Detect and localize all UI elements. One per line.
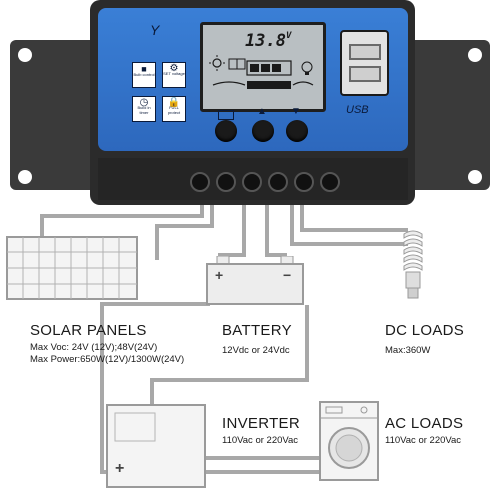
- wire-solar-a-v: [155, 224, 159, 260]
- ac-loads-spec: 110Vac or 220Vac: [385, 435, 462, 446]
- solar-voc-line: Max Voc: 24V (12V);48V(24V): [30, 342, 158, 353]
- wire-solar-a-h: [155, 224, 214, 228]
- mount-hole-right-bottom: [468, 170, 482, 184]
- battery-icon: + −: [206, 256, 304, 305]
- inverter-title: INVERTER: [222, 415, 300, 432]
- usb-port-2[interactable]: [349, 66, 381, 82]
- voltage-unit: V: [285, 31, 292, 41]
- wire-solar-a: [210, 205, 214, 227]
- solar-power-line: Max Power:650W(12V)/1300W(24V): [30, 354, 185, 365]
- wire-inverter-a-top: [100, 302, 210, 306]
- wire-battery-b-h: [265, 253, 287, 257]
- lcd-bulb-icon: [301, 61, 313, 75]
- wire-inverter-a: [100, 305, 104, 473]
- signal-mark: Y: [150, 22, 160, 38]
- svg-text:+: +: [215, 267, 223, 283]
- wire-inverter-b: [305, 305, 309, 380]
- washing-machine-icon: [319, 401, 379, 481]
- wire-inverter-b-v: [150, 378, 154, 406]
- protect-icon: 🔒 FULL protect: [162, 96, 186, 122]
- wire-load-b: [300, 205, 304, 231]
- solar-panels-section: SOLAR PANELS Max Voc: 24V (12V);48V(24V)…: [30, 322, 230, 366]
- wire-solar-b: [200, 205, 204, 217]
- inverter-spec: 110Vac or 220Vac: [222, 435, 299, 446]
- down-button[interactable]: [286, 120, 308, 142]
- menu-mark: [218, 110, 234, 120]
- terminal-2: [216, 172, 236, 192]
- timer-icon: ◷ Build in timer: [132, 96, 156, 122]
- inverter-section: INVERTER 110Vac or 220Vac: [222, 415, 332, 447]
- menu-button[interactable]: [215, 120, 237, 142]
- lcd-screen: 13.8V: [200, 22, 326, 112]
- wire-load-b-h: [300, 228, 408, 232]
- set-voltage-icon: ⚙ SET voltage: [162, 62, 186, 88]
- svg-text:−: −: [283, 267, 291, 283]
- terminal-3: [242, 172, 262, 192]
- lcd-flow-arrows: [212, 81, 314, 89]
- terminal-5: [294, 172, 314, 192]
- terminal-strip: [98, 158, 408, 200]
- usb-ports: [340, 30, 389, 96]
- wire-solar-b-v: [40, 214, 44, 240]
- mount-hole-left-bottom: [18, 170, 32, 184]
- wire-ac-b: [205, 456, 320, 460]
- terminal-1: [190, 172, 210, 192]
- wire-load-a-h: [290, 242, 408, 246]
- wire-solar-b-h: [40, 214, 204, 218]
- up-button[interactable]: [252, 120, 274, 142]
- dc-loads-title: DC LOADS: [385, 322, 465, 339]
- sun-icon: [209, 55, 225, 71]
- terminal-4: [268, 172, 288, 192]
- lcd-panel-icon: [228, 58, 246, 70]
- bulb-icon: [403, 230, 423, 299]
- wire-inverter-b-h: [150, 378, 309, 382]
- protect-label: FULL protect: [167, 105, 181, 115]
- dc-loads-spec: Max:360W: [385, 345, 431, 356]
- bulb-control-label: Bulb control: [133, 72, 155, 77]
- battery-spec: 12Vdc or 24Vdc: [222, 345, 290, 356]
- set-voltage-label: SET voltage: [163, 71, 185, 76]
- ac-loads-title: AC LOADS: [385, 415, 464, 432]
- dc-loads-section: DC LOADS Max:360W: [385, 322, 495, 357]
- lcd-status-icons: [209, 55, 314, 89]
- usb-label: USB: [346, 104, 369, 116]
- solar-panel-icon: [6, 236, 138, 300]
- up-arrow-mark: ▲: [257, 106, 267, 117]
- svg-text:+: +: [115, 460, 124, 477]
- inverter-icon: +: [106, 404, 206, 488]
- wire-ac-a: [205, 470, 320, 474]
- wire-load-a: [290, 205, 294, 245]
- down-arrow-mark: ▼: [291, 106, 301, 117]
- wire-battery-a-h: [218, 253, 246, 257]
- charge-controller: Y 13.8V: [10, 0, 490, 220]
- timer-label: Build in timer: [137, 105, 151, 115]
- lcd-battery-icon: [246, 60, 292, 76]
- ac-loads-section: AC LOADS 110Vac or 220Vac: [385, 415, 497, 447]
- mount-hole-right-top: [468, 48, 482, 62]
- bulb-control-icon: ■ Bulb control: [132, 62, 156, 88]
- voltage-value: 13.8: [245, 31, 286, 51]
- wire-battery-a: [242, 205, 246, 257]
- solar-panels-title: SOLAR PANELS: [30, 322, 147, 339]
- mount-hole-left-top: [18, 48, 32, 62]
- battery-section: BATTERY 12Vdc or 24Vdc: [222, 322, 332, 357]
- usb-port-1[interactable]: [349, 44, 381, 60]
- terminal-6: [320, 172, 340, 192]
- voltage-readout: 13.8V: [245, 31, 291, 51]
- battery-title: BATTERY: [222, 322, 292, 339]
- wire-battery-b: [265, 205, 269, 257]
